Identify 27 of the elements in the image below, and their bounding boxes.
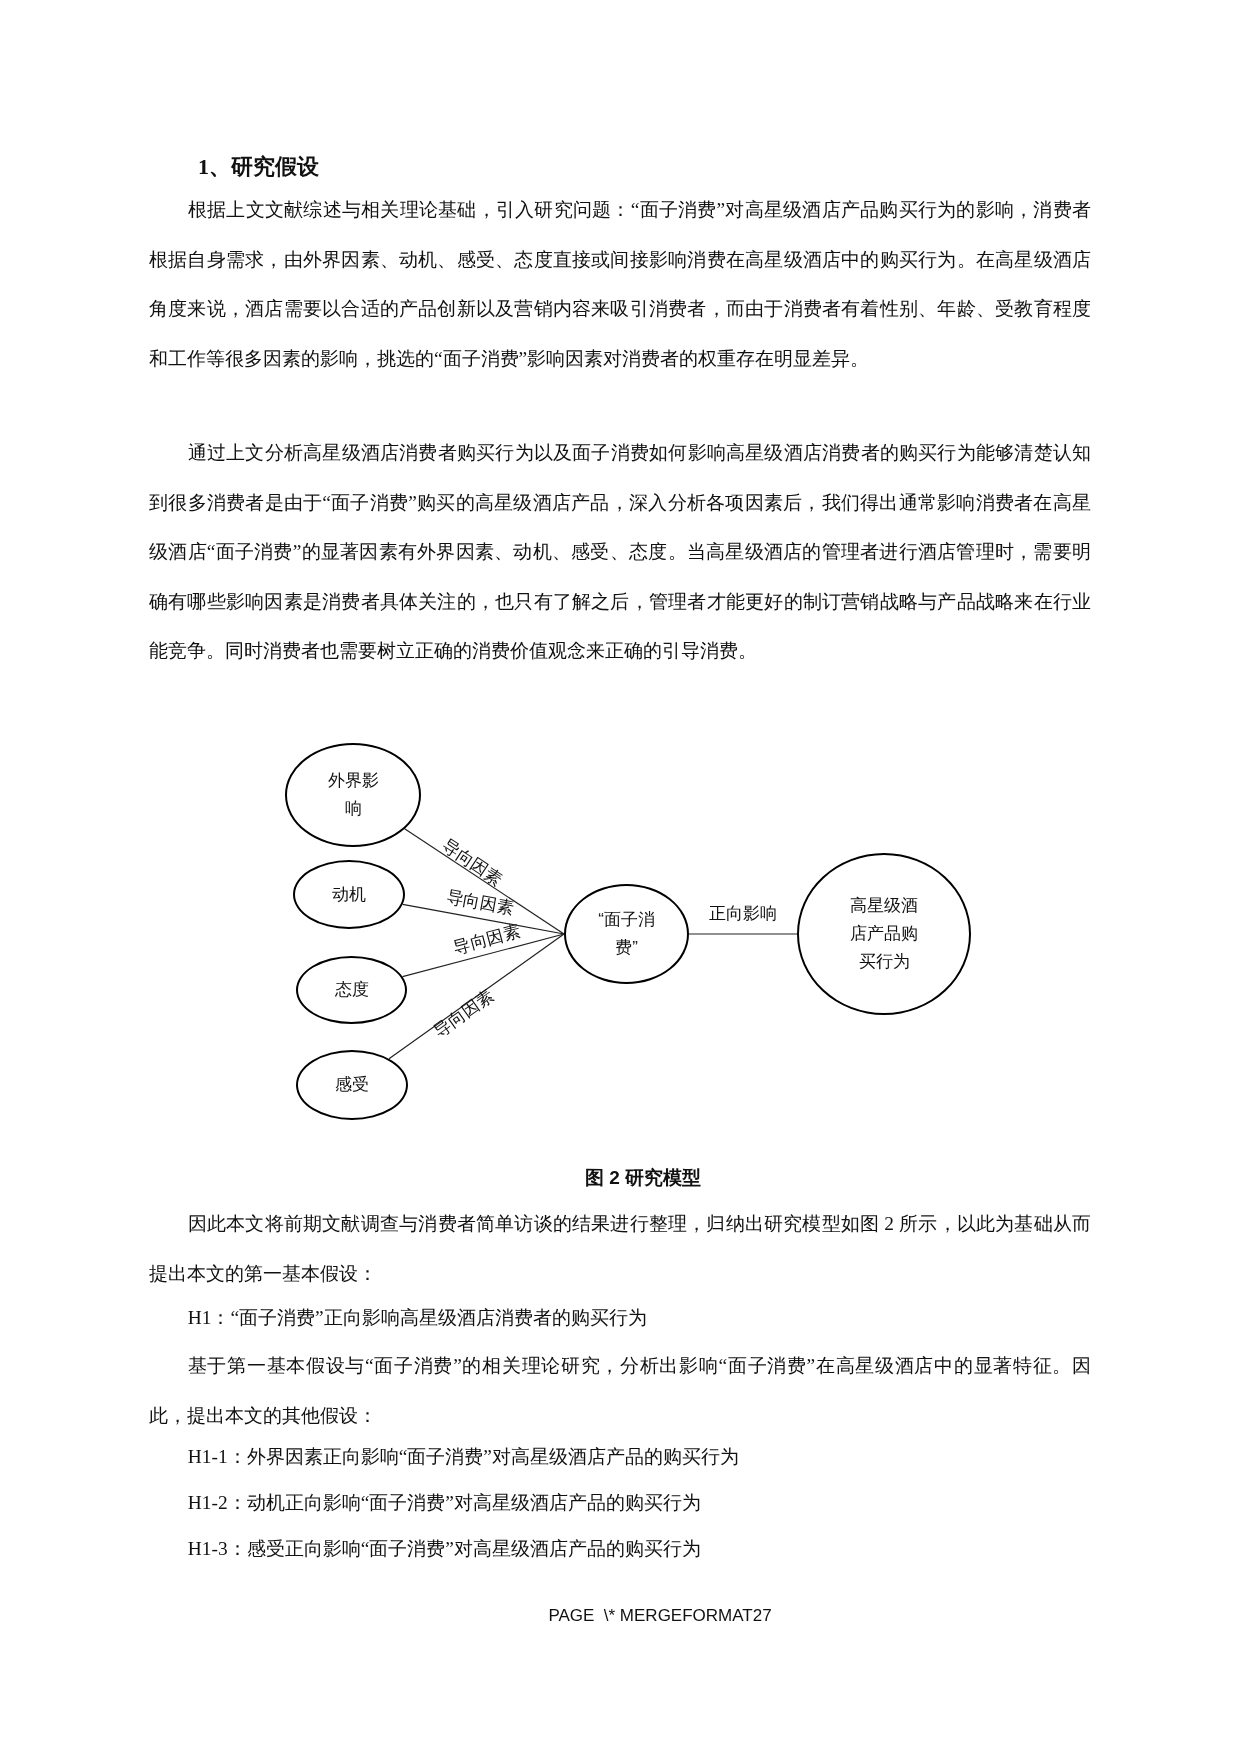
- connector-line: [401, 933, 565, 978]
- edge-label: 正向影响: [709, 904, 777, 924]
- node-text: 动机: [332, 883, 366, 906]
- edge-label: 导向因素: [451, 921, 523, 959]
- node-text: 外界影响: [326, 770, 380, 820]
- node-text: 态度: [334, 979, 369, 1001]
- edge-label: 导向因素: [445, 887, 516, 920]
- node-text: “面子消费”: [597, 909, 656, 959]
- edge-label: 导向因素: [430, 986, 498, 1043]
- paragraph: H1-1：外界因素正向影响“面子消费”对高星级酒店产品的购买行为: [186, 1445, 740, 1469]
- paragraph: H1：“面子消费”正向影响高星级酒店消费者的购买行为: [186, 1306, 648, 1330]
- connector-line: [388, 933, 565, 1060]
- edge-label: 导向因素: [438, 836, 507, 890]
- section-heading: 1、研究假设: [198, 153, 319, 181]
- paragraph: 根据上文文献综述与相关理论基础，引入研究问题：“面子消费”对高星级酒店产品购买行为的影响，消费者根据自身需求，由外界因素、动机、感受、态度直接或间接影响消费在高星级酒店中的购买行为。在高星级酒店角度来说，酒店需要以合适的产品创新以及营销内容来吸引消费者，而由于消费者有着性别、年龄、受教育程度和工作等很多因素的影响，挑选的“面子消费”影响因素对消费者的权重存在明显差异。: [149, 198, 1091, 371]
- figure-caption: 图 2 研究模型: [583, 1166, 703, 1190]
- page-footer: PAGE \* MERGEFORMAT27: [548, 1606, 772, 1625]
- paragraph: 通过上文分析高星级酒店消费者购买行为以及面子消费如何影响高星级酒店消费者的购买行为能够清楚认知到很多消费者是由于“面子消费”购买的高星级酒店产品，深入分析各项因素后，我们得出通常影响消费者在高星级酒店“面子消费”的显著因素有外界因素、动机、感受、态度。当高星级酒店的管理者进行酒店管理时，需要明确有哪些影响因素是消费者具体关注的，也只有了解之后，管理者才能更好的制订营销战略与产品战略来在行业能竞争。同时消费者也需要树立正确的消费价值观念来正确的引导消费。: [149, 441, 1091, 664]
- node-text: 感受: [335, 1074, 369, 1096]
- node-text: 高星级酒店产品购买行为: [849, 895, 919, 973]
- paragraph: H1-2：动机正向影响“面子消费”对高星级酒店产品的购买行为: [186, 1491, 702, 1515]
- paragraph: 基于第一基本假设与“面子消费”的相关理论研究，分析出影响“面子消费”在高星级酒店中的显著特征。因此，提出本文的其他假设：: [149, 1354, 1091, 1428]
- connector-line: [402, 903, 565, 935]
- connector-line: [404, 828, 565, 935]
- connector-line: [688, 933, 798, 935]
- paragraph: 因此本文将前期文献调查与消费者简单访谈的结果进行整理，归纳出研究模型如图 2 所示，以此为基础从而提出本文的第一基本假设：: [149, 1212, 1091, 1286]
- paragraph: H1-3：感受正向影响“面子消费”对高星级酒店产品的购买行为: [186, 1537, 702, 1561]
